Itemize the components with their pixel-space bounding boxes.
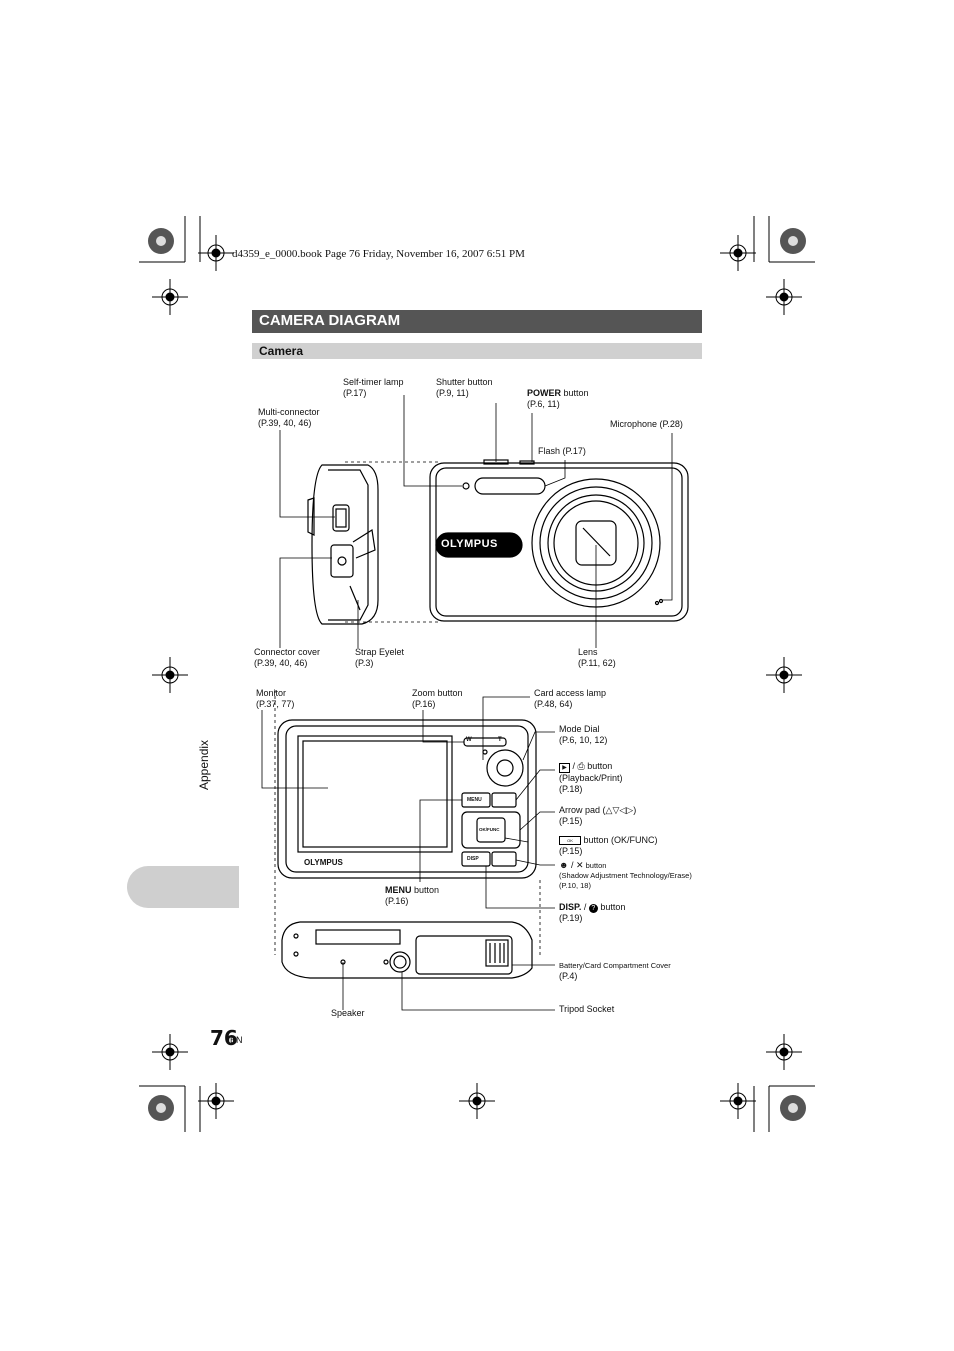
zoom-w-face: W <box>466 737 472 743</box>
label-lens: Lens(P.11, 62) <box>578 647 616 668</box>
side-tab <box>127 866 239 908</box>
arrow-triangles-icon: △▽◁▷ <box>605 805 634 815</box>
label-strap-eyelet: Strap Eyelet(P.3) <box>355 647 405 668</box>
label-ok-func: OK button (OK/FUNC) (P.15) <box>559 835 658 856</box>
label-disp: DISP. / ? button (P.19) <box>559 902 626 923</box>
erase-icon: ✕ <box>576 860 584 870</box>
label-menu: MENU button(P.16) <box>385 885 440 906</box>
label-monitor: Monitor(P.37, 77) <box>256 688 295 709</box>
label-multi-connector: Multi-connector(P.39, 40, 46) <box>258 407 320 428</box>
label-connector-cover: Connector cover(P.39, 40, 46) <box>254 647 321 668</box>
back-view <box>277 719 537 879</box>
subsection-title: Camera <box>259 344 304 358</box>
label-mode-dial: Mode Dial(P.6, 10, 12) <box>559 724 608 745</box>
label-power: POWER button(P.6, 11) <box>527 388 589 409</box>
section-title-bar <box>252 310 702 333</box>
ok-func-icon: OK <box>559 836 581 846</box>
label-battery: Battery/Card Compartment Cover(P.4) <box>559 961 671 981</box>
side-view <box>307 464 379 625</box>
playback-icon: ▶ <box>559 763 570 773</box>
label-flash: Flash (P.17) <box>538 446 586 456</box>
label-arrow-pad: Arrow pad (△▽◁▷) (P.15) <box>559 805 637 826</box>
label-zoom: Zoom button(P.16) <box>412 688 463 709</box>
label-playback: ▶ / ⎙ button (Playback/Print)(P.18) <box>559 761 623 794</box>
label-tripod: Tripod Socket <box>559 1004 615 1014</box>
help-icon: ? <box>588 904 598 913</box>
label-shutter: Shutter button(P.9, 11) <box>436 377 493 398</box>
label-microphone: Microphone (P.28) <box>610 419 683 429</box>
crosshair-marks <box>152 235 802 1119</box>
bottom-view <box>281 921 533 979</box>
subsection-bar <box>252 343 702 359</box>
label-shadow: ☻ / ✕ button (Shadow Adjustment Technolo… <box>559 860 692 890</box>
front-view <box>429 459 689 622</box>
label-card-lamp: Card access lamp(P.48, 64) <box>534 688 607 709</box>
file-header: d4359_e_0000.book Page 76 Friday, Novemb… <box>232 248 525 260</box>
section-title: CAMERA DIAGRAM <box>259 312 401 329</box>
label-self-timer: Self-timer lamp(P.17) <box>343 377 404 398</box>
zoom-t-face: T <box>498 737 502 743</box>
menu-button-face: MENU <box>467 797 482 803</box>
print-icon: ⎙ <box>577 761 585 771</box>
starburst-marks <box>148 228 806 1121</box>
shadow-adjust-icon: ☻ <box>559 860 569 870</box>
back-brand: OLYMPUS <box>304 858 343 867</box>
page-lang: EN <box>230 1035 243 1045</box>
page-number: 76 <box>210 1026 238 1050</box>
front-brand: OLYMPUS <box>441 538 498 550</box>
disp-button-face: DISP <box>467 856 479 862</box>
label-speaker: Speaker <box>331 1008 365 1018</box>
ok-button-face: OK/FUNC <box>479 827 500 832</box>
